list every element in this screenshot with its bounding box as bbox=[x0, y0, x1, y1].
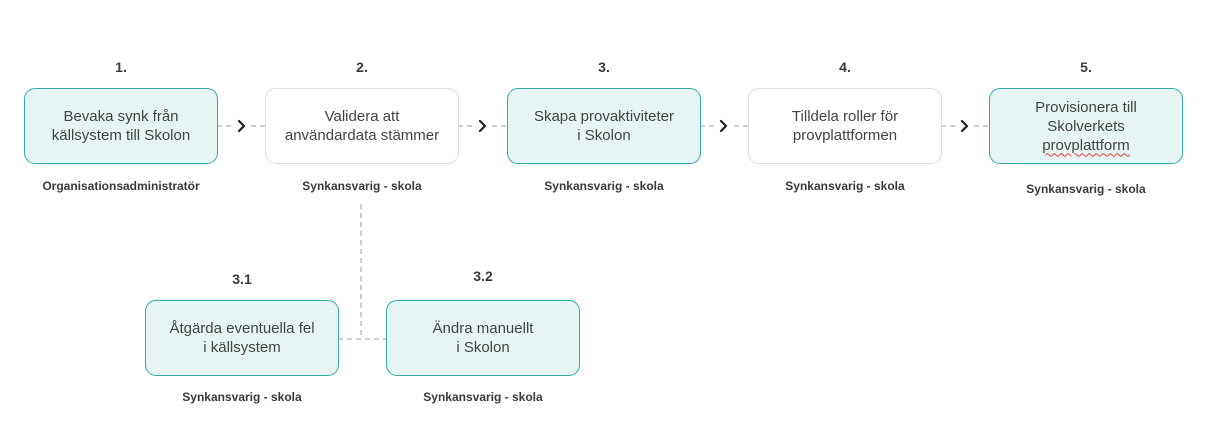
step-role: Synkansvarig - skola bbox=[544, 179, 664, 193]
substep-number: 3.2 bbox=[473, 268, 493, 284]
step-role: Synkansvarig - skola bbox=[302, 179, 422, 193]
step-text: Validera att användardata stämmer bbox=[284, 108, 440, 144]
step-role: Organisationsadministratör bbox=[42, 179, 200, 193]
step-text: Tilldela roller för provplattformen bbox=[791, 108, 899, 144]
step-number: 4. bbox=[839, 59, 851, 75]
step-number: 1. bbox=[115, 59, 127, 75]
chevron-right-icon bbox=[960, 119, 969, 133]
chevron-right-icon bbox=[719, 119, 728, 133]
substep-text: Åtgärda eventuella fel i källsystem bbox=[169, 320, 315, 356]
step-box-1[interactable]: Bevaka synk från källsystem till Skolon bbox=[24, 88, 218, 164]
step-box-3[interactable]: Skapa provaktiviteter i Skolon bbox=[507, 88, 701, 164]
step-number: 5. bbox=[1080, 59, 1092, 75]
step-box-4[interactable]: Tilldela roller för provplattformen bbox=[748, 88, 942, 164]
substep-text: Ändra manuellt i Skolon bbox=[432, 320, 534, 356]
substep-role: Synkansvarig - skola bbox=[182, 390, 302, 404]
step-number: 2. bbox=[356, 59, 368, 75]
substep-number: 3.1 bbox=[232, 271, 252, 287]
substep-role: Synkansvarig - skola bbox=[423, 390, 543, 404]
step-role: Synkansvarig - skola bbox=[785, 179, 905, 193]
substep-box-3-2[interactable]: Ändra manuellt i Skolon bbox=[386, 300, 580, 376]
step-text-line2: provplattform bbox=[1042, 136, 1130, 154]
step-text: Bevaka synk från källsystem till Skolon bbox=[51, 108, 191, 144]
chevron-right-icon bbox=[237, 119, 246, 133]
step-box-2[interactable]: Validera att användardata stämmer bbox=[265, 88, 459, 164]
chevron-right-icon bbox=[478, 119, 487, 133]
step-number: 3. bbox=[598, 59, 610, 75]
step-text-line1: Provisionera till Skolverkets bbox=[1035, 98, 1137, 135]
substep-box-3-1[interactable]: Åtgärda eventuella fel i källsystem bbox=[145, 300, 339, 376]
step-role: Synkansvarig - skola bbox=[1026, 182, 1146, 196]
step-text: Skapa provaktiviteter i Skolon bbox=[533, 108, 675, 144]
